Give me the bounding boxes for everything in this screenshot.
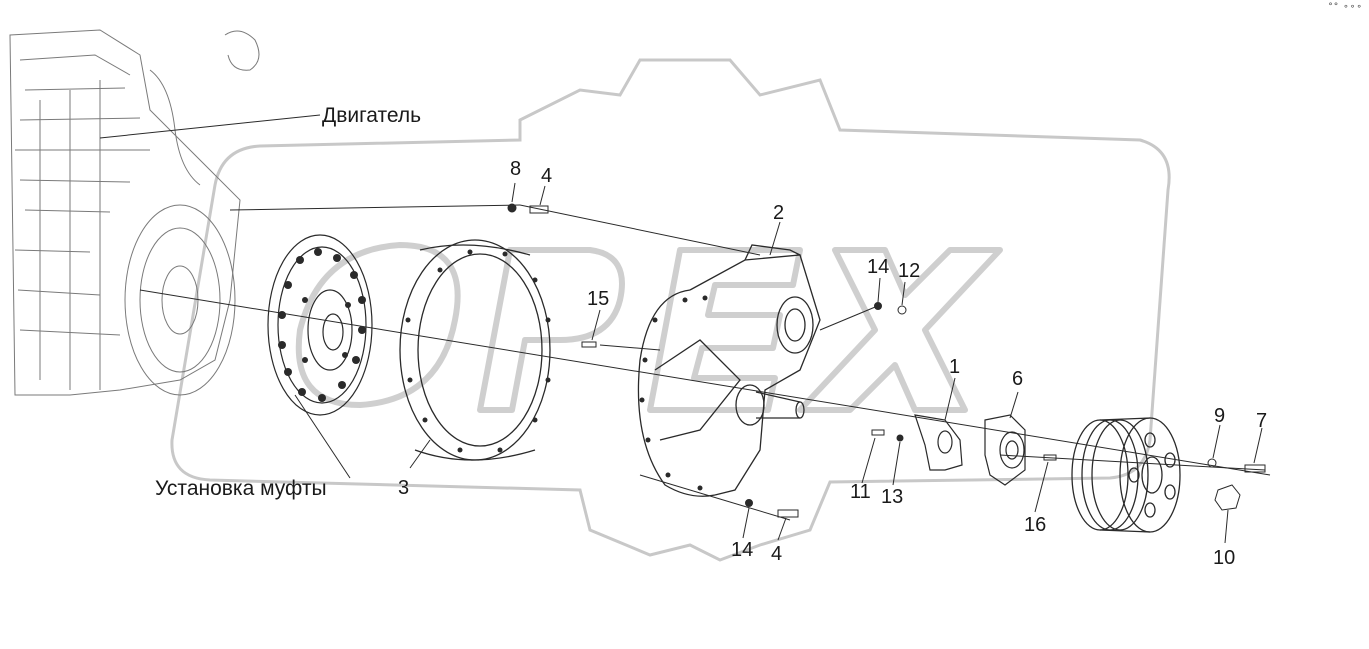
- label-clutch-assembly: Установка муфты: [155, 477, 327, 500]
- callout-14-bottom: 14: [731, 539, 754, 561]
- callout-11: 11: [850, 481, 871, 503]
- callout-10: 10: [1213, 547, 1236, 569]
- clutch-flywheel: [267, 234, 373, 416]
- callout-6: 6: [1012, 368, 1024, 390]
- callout-3: 3: [398, 477, 410, 499]
- corner-marks: °° ∘∘∘: [1328, 2, 1363, 12]
- callout-16: 16: [1024, 514, 1047, 536]
- callout-4-top: 4: [541, 165, 553, 187]
- callout-15: 15: [587, 288, 610, 310]
- callout-4-bottom: 4: [771, 543, 783, 565]
- coupling-parts: [914, 414, 1026, 486]
- engine-sketch: [9, 29, 260, 396]
- leader-lines: [99, 114, 1263, 544]
- callout-13: 13: [881, 486, 904, 508]
- gear-housing: [637, 244, 821, 497]
- pulley: [1071, 417, 1181, 533]
- callout-8: 8: [510, 158, 522, 180]
- callout-12: 12: [898, 260, 921, 282]
- callout-7: 7: [1256, 410, 1268, 432]
- housing-ring: [399, 239, 551, 461]
- callout-14-top: 14: [867, 256, 890, 278]
- callout-2: 2: [773, 202, 785, 224]
- axis-lines: [139, 204, 1271, 521]
- watermark-logo: [170, 58, 1171, 562]
- callout-1: 1: [949, 356, 961, 378]
- callout-9: 9: [1214, 405, 1226, 427]
- label-engine: Двигатель: [322, 104, 422, 127]
